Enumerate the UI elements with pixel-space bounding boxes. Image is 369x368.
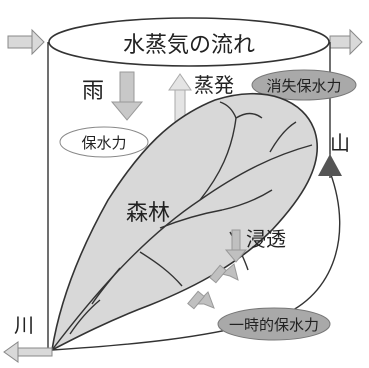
rain-arrow: [112, 72, 142, 120]
vapor-flow-title: 水蒸気の流れ: [123, 33, 255, 58]
svg-text:保水力: 保水力: [81, 134, 126, 152]
mountain-peak-icon: [318, 154, 342, 176]
rain-label: 雨: [82, 79, 104, 104]
temporary-retention-badge: 一時的保水力: [218, 308, 330, 340]
river-outflow-arrow: [4, 342, 52, 362]
vapor-inflow-arrow: [8, 30, 44, 54]
infiltration-label: 浸透: [246, 227, 286, 251]
retention-badge: 保水力: [60, 127, 148, 157]
river-label: 川: [14, 313, 34, 337]
svg-text:一時的保水力: 一時的保水力: [229, 316, 319, 334]
svg-text:消失保水力: 消失保水力: [266, 77, 341, 95]
forest-label: 森林: [126, 201, 170, 226]
evaporation-label: 蒸発: [194, 73, 234, 97]
vapor-outflow-arrow: [330, 30, 362, 54]
mountain-label: 山: [330, 131, 350, 155]
